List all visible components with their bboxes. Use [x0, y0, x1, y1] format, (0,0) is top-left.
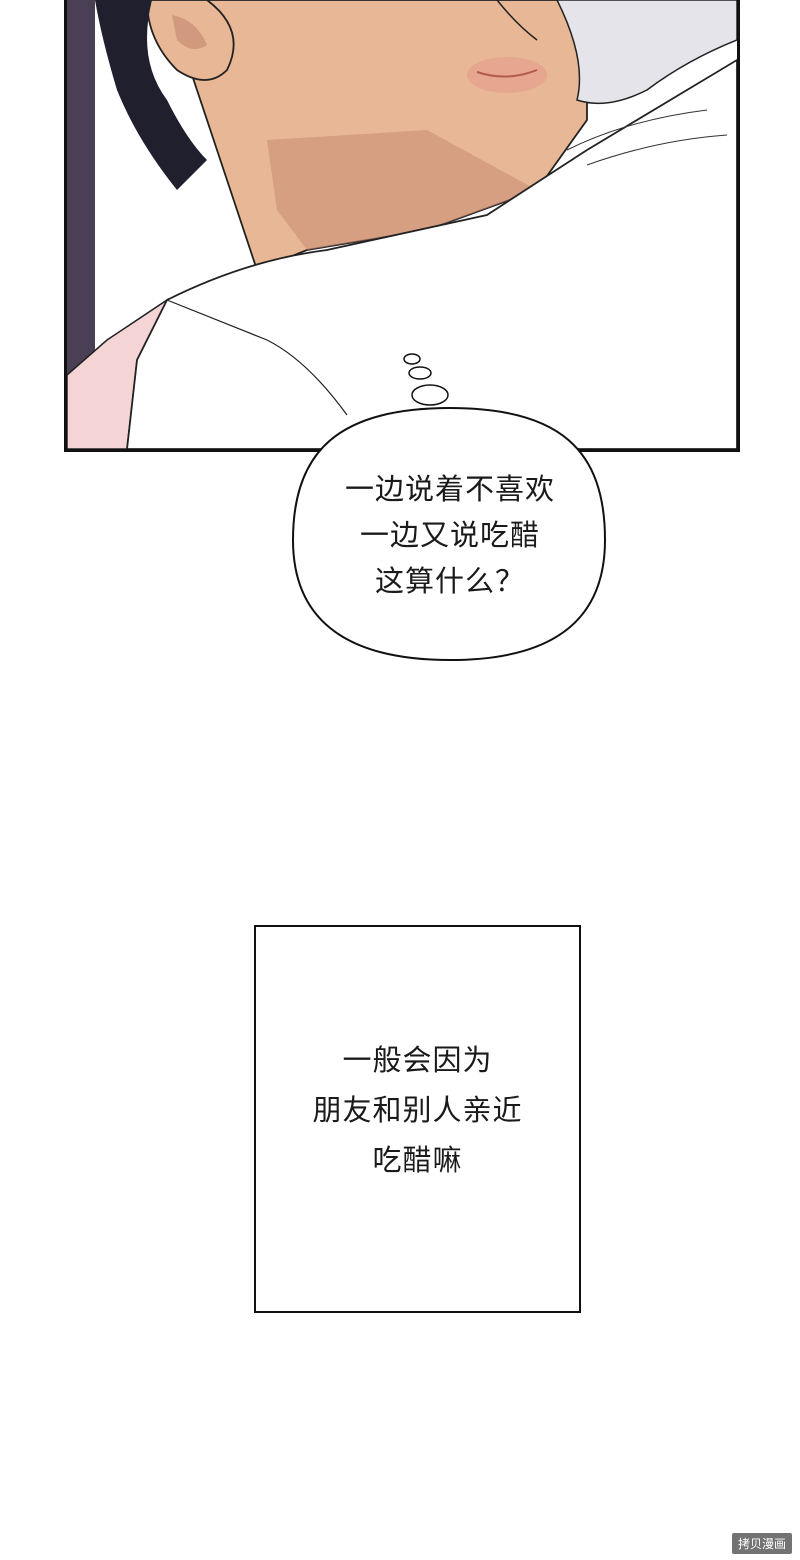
thought-line: 一边又说吃醋 [359, 518, 540, 552]
caption-box: 一般会因为 朋友和别人亲近 吃醋嘛 [254, 925, 581, 1313]
character-illustration [67, 0, 737, 449]
neck-shadow [267, 130, 537, 250]
caption-line: 朋友和别人亲近 [312, 1093, 523, 1127]
dark-hair [95, 0, 207, 190]
white-shirt [126, 58, 737, 449]
comic-panel-top [64, 0, 740, 452]
lips [476, 69, 538, 78]
caption-text: 一般会因为 朋友和别人亲近 吃醋嘛 [256, 1035, 579, 1185]
thought-line: 一边说着不喜欢 [344, 472, 555, 506]
thought-line: 这算什么？ [374, 564, 525, 598]
watermark: 拷贝漫画 [731, 1533, 792, 1554]
blush [467, 57, 547, 93]
door-frame [67, 0, 95, 375]
light-hair [556, 0, 737, 105]
caption-line: 吃醋嘛 [372, 1143, 463, 1177]
thought-bubble-text: 一边说着不喜欢 一边又说吃醋 这算什么？ [300, 466, 600, 604]
caption-line: 一般会因为 [342, 1043, 493, 1077]
